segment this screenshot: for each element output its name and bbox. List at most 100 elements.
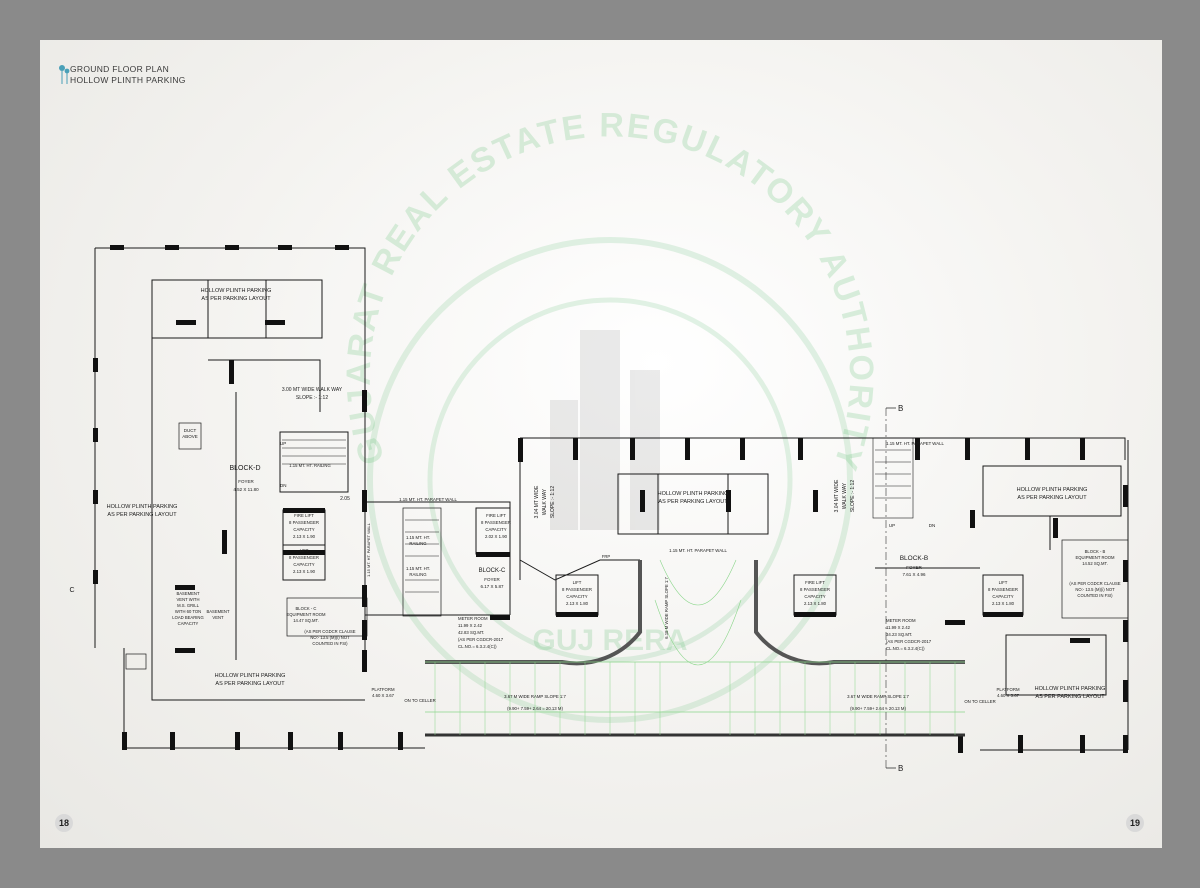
svg-text:1.15 MT. HT. PARAPET WALL: 1.15 MT. HT. PARAPET WALL: [399, 497, 457, 502]
svg-text:14.52 SQ.MT.: 14.52 SQ.MT.: [1082, 561, 1108, 566]
svg-text:HOLLOW PLINTH PARKING: HOLLOW PLINTH PARKING: [201, 288, 272, 294]
svg-text:HOLLOW PLINTH PARKING: HOLLOW PLINTH PARKING: [658, 491, 729, 497]
svg-text:FIRE LIFT: FIRE LIFT: [805, 580, 825, 585]
svg-text:AS PER PARKING LAYOUT: AS PER PARKING LAYOUT: [1017, 495, 1087, 501]
svg-text:4.60 X 3.67: 4.60 X 3.67: [372, 693, 395, 698]
svg-text:HOLLOW PLINTH PARKING: HOLLOW PLINTH PARKING: [107, 504, 178, 510]
structural-columns: [93, 245, 1128, 753]
svg-text:PLATFORM: PLATFORM: [371, 687, 394, 692]
svg-text:DUCT: DUCT: [184, 428, 197, 433]
title-block: GROUND FLOOR PLAN HOLLOW PLINTH PARKING: [58, 64, 186, 86]
svg-text:CAPACITY: CAPACITY: [992, 594, 1013, 599]
svg-text:CAPACITY: CAPACITY: [485, 527, 506, 532]
svg-text:BASEMENT: BASEMENT: [206, 609, 229, 614]
svg-text:AS PER PARKING LAYOUT: AS PER PARKING LAYOUT: [658, 499, 728, 505]
svg-text:14.47 SQ.MT.: 14.47 SQ.MT.: [293, 618, 319, 623]
svg-text:VENT: VENT: [212, 615, 224, 620]
svg-text:6.17 X 5.87: 6.17 X 5.87: [480, 584, 504, 589]
svg-text:3.04 MT WIDE: 3.04 MT WIDE: [534, 485, 540, 518]
stair-hatching: [282, 439, 911, 593]
svg-text:(9.90+ 7.59+ 2.64 = 20.13 M): (9.90+ 7.59+ 2.64 = 20.13 M): [850, 706, 906, 711]
svg-text:CAPACITY: CAPACITY: [293, 527, 314, 532]
svg-text:1.15 MT. HT. PARAPET WALL: 1.15 MT. HT. PARAPET WALL: [669, 548, 727, 553]
svg-text:(AS PER CGDCR-2017: (AS PER CGDCR-2017: [458, 637, 504, 642]
svg-text:LIFT: LIFT: [573, 580, 582, 585]
svg-text:2.13 X 1.80: 2.13 X 1.80: [566, 601, 589, 606]
plan-labels: C HOLLOW PLINTH PARKING AS PER PARKING L…: [69, 288, 1120, 711]
svg-text:ABOVE: ABOVE: [182, 434, 198, 439]
svg-text:NO:- 13.5 (M)(i) NOT: NO:- 13.5 (M)(i) NOT: [310, 635, 350, 640]
svg-text:7.61 X 4.96: 7.61 X 4.96: [902, 572, 926, 577]
svg-text:BLOCK - B: BLOCK - B: [1085, 549, 1106, 554]
svg-text:ON TO CELLER: ON TO CELLER: [964, 699, 995, 704]
section-line-b: B B: [885, 404, 903, 773]
svg-text:METER ROOM: METER ROOM: [886, 618, 916, 623]
svg-text:ON TO CELLER: ON TO CELLER: [404, 698, 435, 703]
svg-text:VENT WITH: VENT WITH: [177, 597, 200, 602]
svg-text:AS PER PARKING LAYOUT: AS PER PARKING LAYOUT: [215, 681, 285, 687]
svg-text:(9.90+ 7.59+ 2.64 = 20.13 M): (9.90+ 7.59+ 2.64 = 20.13 M): [507, 706, 563, 711]
svg-text:AS PER PARKING LAYOUT: AS PER PARKING LAYOUT: [107, 512, 177, 518]
svg-text:FIRE LIFT: FIRE LIFT: [294, 513, 314, 518]
ramps: [425, 559, 965, 737]
floor-plan: GUJARAT REAL ESTATE REGULATORY AUTHORITY…: [69, 106, 1129, 773]
rera-watermark: GUJARAT REAL ESTATE REGULATORY AUTHORITY…: [340, 106, 878, 723]
svg-text:SLOPE :- 1:12: SLOPE :- 1:12: [550, 486, 556, 518]
svg-text:FRP: FRP: [602, 554, 611, 559]
svg-text:DN: DN: [929, 523, 936, 528]
svg-text:CAPACITY: CAPACITY: [293, 562, 314, 567]
svg-text:CL.NO.= 6.3.2.4(C)): CL.NO.= 6.3.2.4(C)): [458, 644, 497, 649]
svg-text:8 PASSENGER: 8 PASSENGER: [481, 520, 511, 525]
svg-text:BASEMENT: BASEMENT: [176, 591, 199, 596]
svg-text:COUNTED IN FSI): COUNTED IN FSI): [1077, 593, 1113, 598]
svg-text:2.13 X 1.80: 2.13 X 1.80: [992, 601, 1015, 606]
svg-text:3.04 MT WIDE: 3.04 MT WIDE: [834, 479, 840, 512]
svg-text:M.S. GRILL: M.S. GRILL: [177, 603, 200, 608]
svg-text:COUNTED IN FSI): COUNTED IN FSI): [312, 641, 348, 646]
svg-text:CAPACITY: CAPACITY: [566, 594, 587, 599]
svg-text:CAPACITY: CAPACITY: [178, 621, 199, 626]
svg-text:42.83 SQ.MT.: 42.83 SQ.MT.: [458, 630, 484, 635]
block-b-label: BLOCK-B: [900, 555, 929, 562]
svg-text:DN: DN: [280, 483, 287, 488]
svg-text:11.99 X 2.42: 11.99 X 2.42: [458, 623, 483, 628]
svg-text:4.60 X 3.67: 4.60 X 3.67: [997, 693, 1020, 698]
svg-text:SLOPE :- 1:12: SLOPE :- 1:12: [850, 480, 856, 512]
svg-text:3.67 M WIDE RAMP SLOPE 1:7: 3.67 M WIDE RAMP SLOPE 1:7: [504, 694, 566, 699]
svg-text:WITH 60 TON: WITH 60 TON: [175, 609, 201, 614]
page-number-left: 18: [55, 814, 73, 832]
svg-text:1.15 MT. HT. PARAPET WALL: 1.15 MT. HT. PARAPET WALL: [366, 522, 371, 576]
svg-text:11.99 X 2.42: 11.99 X 2.42: [886, 625, 911, 630]
svg-text:WALK WAY: WALK WAY: [842, 482, 848, 509]
section-marker-bottom: B: [898, 764, 903, 773]
svg-text:1.15 MT. HT. PARAPET WALL: 1.15 MT. HT. PARAPET WALL: [886, 441, 944, 446]
svg-text:METER ROOM: METER ROOM: [458, 616, 488, 621]
svg-text:4.52 X 11.80: 4.52 X 11.80: [233, 487, 259, 492]
svg-text:HOLLOW PLINTH PARKING: HOLLOW PLINTH PARKING: [1035, 686, 1106, 692]
svg-text:(AS PER CGDCR-2017: (AS PER CGDCR-2017: [886, 639, 932, 644]
svg-text:HOLLOW PLINTH PARKING: HOLLOW PLINTH PARKING: [1017, 487, 1088, 493]
svg-text:AS PER PARKING LAYOUT: AS PER PARKING LAYOUT: [1035, 694, 1105, 700]
svg-text:2.13 X 1.90: 2.13 X 1.90: [293, 534, 316, 539]
svg-text:1.15 MT. HT. RAILING: 1.15 MT. HT. RAILING: [289, 463, 330, 468]
svg-text:3.00 MT WIDE WALK WAY: 3.00 MT WIDE WALK WAY: [282, 387, 343, 393]
svg-text:LIFT: LIFT: [999, 580, 1008, 585]
svg-text:(AS PER CGDCR CLAUSE: (AS PER CGDCR CLAUSE: [1069, 581, 1120, 586]
svg-text:RAILING: RAILING: [409, 572, 427, 577]
svg-text:2.02 X 1.90: 2.02 X 1.90: [485, 534, 508, 539]
svg-text:RAILING: RAILING: [409, 541, 427, 546]
svg-text:FOYER: FOYER: [238, 479, 254, 484]
svg-text:34.23 SQ.MT.: 34.23 SQ.MT.: [886, 632, 912, 637]
watermark-bottom-text: GUJ RERA: [532, 624, 687, 657]
plan-subtitle: HOLLOW PLINTH PARKING: [70, 75, 186, 85]
svg-text:PLATFORM: PLATFORM: [996, 687, 1019, 692]
plan-title: GROUND FLOOR PLAN: [70, 64, 170, 74]
section-marker-top: B: [898, 404, 903, 413]
page-number-right: 19: [1126, 814, 1144, 832]
block-c-label: BLOCK-C: [479, 568, 506, 574]
svg-text:EQUIPMENT ROOM: EQUIPMENT ROOM: [1075, 555, 1115, 560]
svg-text:1.15 MT. HT.: 1.15 MT. HT.: [406, 535, 430, 540]
svg-text:2.13 X 1.90: 2.13 X 1.90: [293, 569, 316, 574]
svg-text:CL.NO.= 6.3.2.4(C)): CL.NO.= 6.3.2.4(C)): [886, 646, 925, 651]
drawing-sheet: GROUND FLOOR PLAN HOLLOW PLINTH PARKING …: [40, 40, 1162, 848]
